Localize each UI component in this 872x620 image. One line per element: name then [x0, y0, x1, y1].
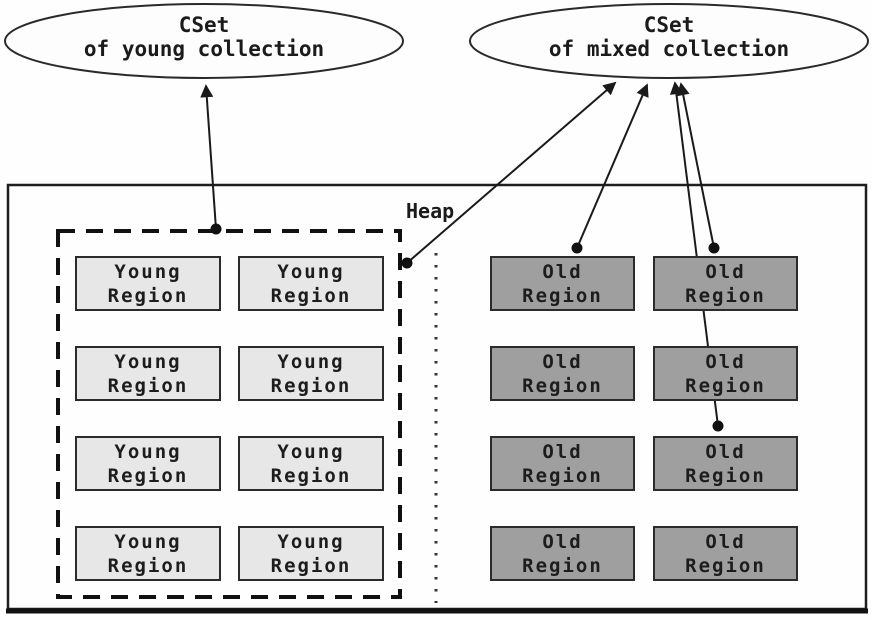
cset-young-ellipse	[4, 3, 404, 79]
young-region-box-line2: Region	[270, 284, 352, 307]
old-region-box-line1: Old	[542, 260, 583, 283]
young-region-box-line2: Region	[107, 464, 189, 487]
old-region-box-line2: Region	[685, 464, 766, 487]
young-region-box-line2: Region	[107, 554, 189, 577]
young-region-box-line2: Region	[270, 374, 352, 397]
cset-young-subtitle: of young collection	[83, 37, 325, 61]
young-region-box-line2: Region	[107, 284, 189, 307]
old-region-box-line2: Region	[522, 374, 603, 397]
cset-mixed-ellipse	[469, 3, 869, 79]
young-region-box-line2: Region	[270, 554, 352, 577]
cset-mixed-title: CSet	[643, 13, 695, 37]
old-region-box-line2: Region	[522, 464, 603, 487]
young-region-box-line1: Young	[114, 440, 182, 463]
old-region-box-line1: Old	[542, 530, 583, 553]
old-region-box-line1: Old	[705, 260, 746, 283]
origin-dot	[712, 420, 724, 432]
young-region-box-line2: Region	[107, 374, 189, 397]
young-region-box-line1: Young	[114, 350, 182, 373]
old-region-box-line1: Old	[705, 350, 746, 373]
old-region-box-line2: Region	[522, 554, 603, 577]
origin-dot	[210, 223, 222, 235]
young-region-box-line1: Young	[114, 530, 182, 553]
old-region-box-line2: Region	[522, 284, 603, 307]
origin-dot	[571, 242, 583, 254]
heap-label: Heap	[406, 199, 455, 223]
arrow-dashed-rect-to-mixed-cset	[406, 81, 617, 264]
old-region-box-line2: Region	[685, 554, 766, 577]
young-region-box-line1: Young	[114, 260, 182, 283]
arrow-old-region1-to-mixed-cset	[576, 83, 649, 249]
young-region-box-line1: Young	[277, 260, 345, 283]
cset-young-title: CSet	[178, 13, 230, 37]
old-region-box-line1: Old	[705, 440, 746, 463]
old-region-box-line2: Region	[685, 284, 766, 307]
young-region-box-line2: Region	[270, 464, 352, 487]
old-region-box-line1: Old	[705, 530, 746, 553]
origin-dot	[708, 242, 720, 254]
old-region-box-line1: Old	[542, 350, 583, 373]
young-region-box-line1: Young	[277, 350, 345, 373]
old-region-box-line2: Region	[685, 374, 766, 397]
origin-dot	[401, 257, 413, 269]
young-cset-dashed-rect	[56, 229, 402, 599]
young-region-box-line1: Young	[277, 530, 345, 553]
young-region-box-line1: Young	[277, 440, 345, 463]
arrow-young-region-to-young-cset	[200, 84, 217, 230]
old-region-box-line1: Old	[542, 440, 583, 463]
cset-mixed-subtitle: of mixed collection	[548, 37, 790, 61]
arrow-old-region2-to-mixed-cset	[676, 82, 715, 249]
